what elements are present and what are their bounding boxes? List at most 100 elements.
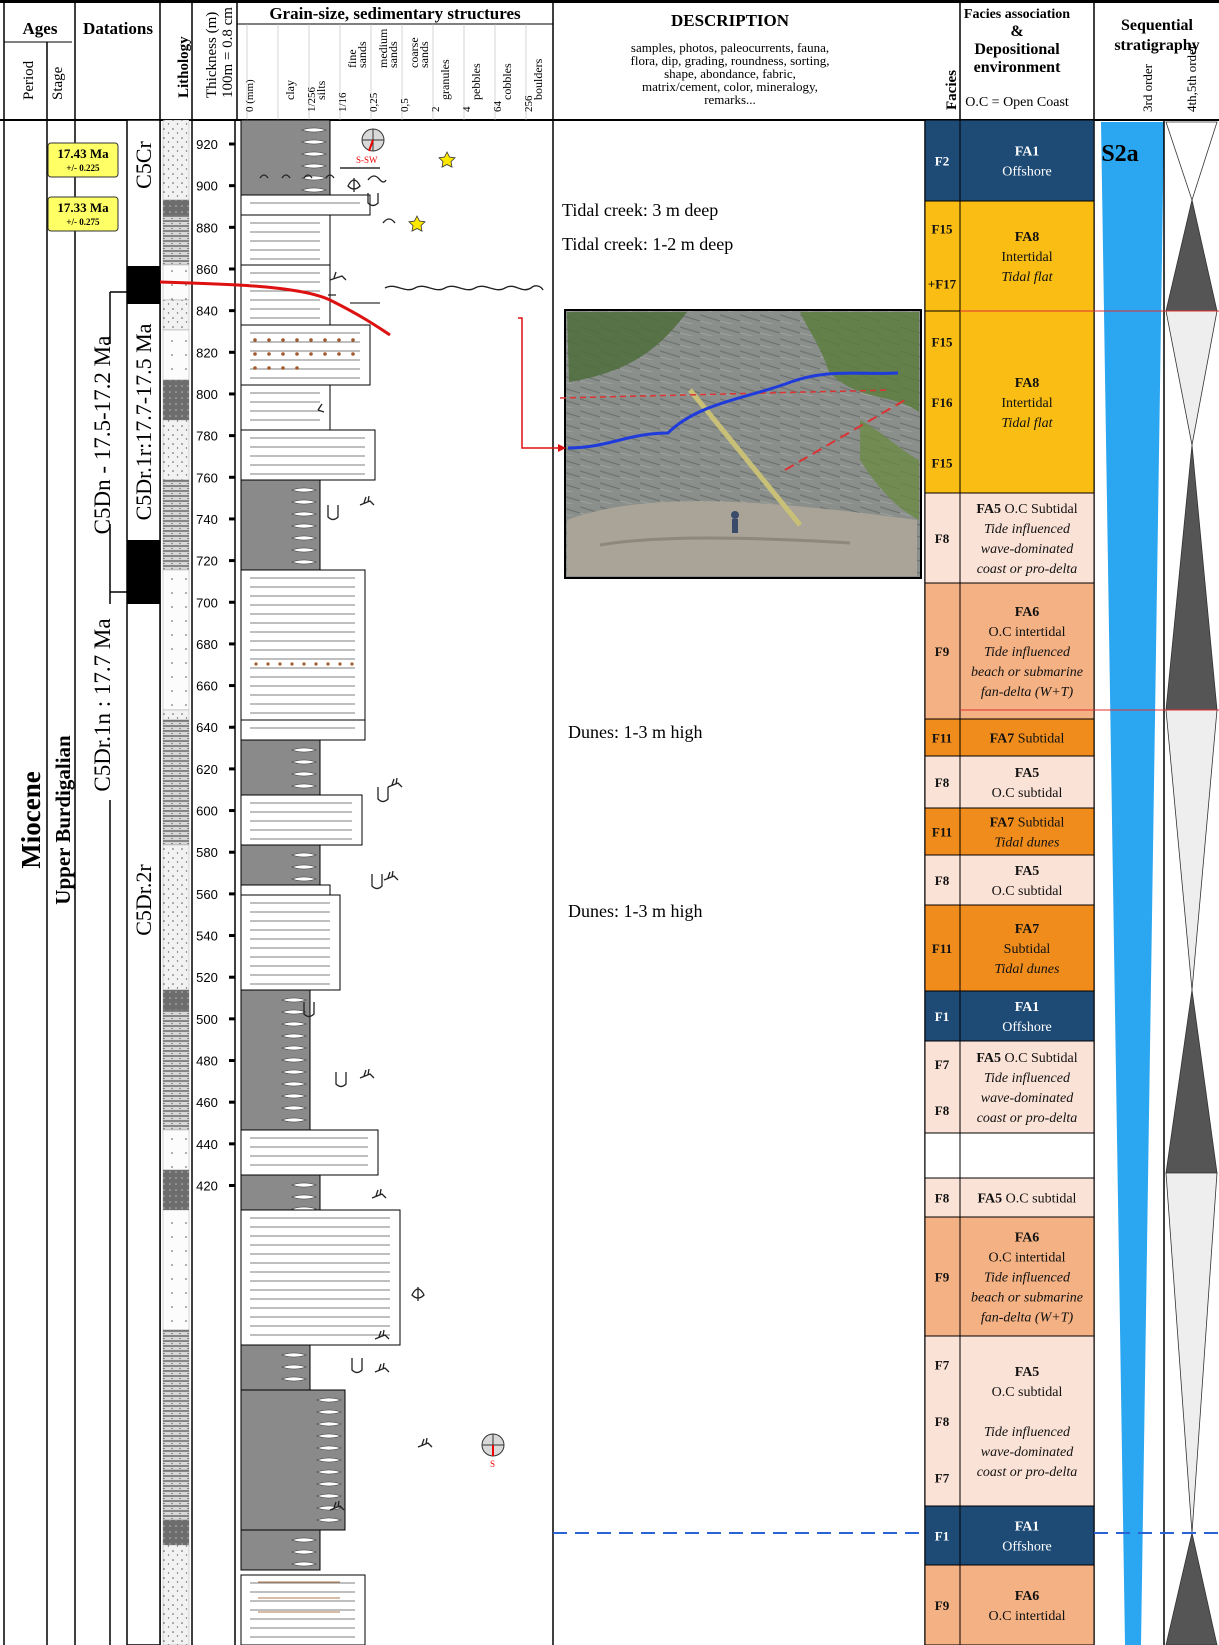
grain-size-bed	[240, 1174, 321, 1212]
grain-size-bed	[240, 989, 311, 1131]
grain-scale-unit: 1/16	[337, 92, 349, 112]
grain-size-bed	[240, 1129, 379, 1176]
facies-desc-line: FA7	[1015, 922, 1040, 937]
granule-dot	[314, 662, 318, 666]
lithology-bed	[162, 299, 190, 331]
grain-scale-name: granules	[438, 59, 452, 100]
facies-desc-line: fan-delta (W+T)	[981, 1311, 1074, 1326]
description-subtitle-line: remarks...	[704, 92, 756, 107]
thickness-tick-label: 700	[196, 595, 218, 610]
grain-size-bed	[240, 194, 371, 216]
facies-desc-line: Offshore	[1002, 1020, 1052, 1035]
granule-dot	[266, 662, 270, 666]
grain-scale-unit: 4	[461, 106, 473, 112]
lithology-bed	[162, 1129, 190, 1171]
grain-scale-unit: 0,25	[368, 92, 380, 112]
paleocurrent-lower: S	[481, 1433, 505, 1469]
granule-dot	[267, 366, 271, 370]
facies-code: F11	[932, 731, 952, 746]
granule-dot	[351, 352, 355, 356]
thickness-tick-label: 440	[196, 1137, 218, 1152]
fa-title: Facies association&Depositionalenvironme…	[964, 7, 1070, 76]
facies-code: F15	[932, 222, 953, 237]
facies-code: F15	[932, 334, 953, 349]
lithology-bed	[162, 709, 190, 721]
facies-desc-line: FA1	[1015, 145, 1040, 160]
fourth-order-cycle	[1165, 310, 1218, 446]
granule-dot	[290, 662, 294, 666]
thickness-tick-label: 540	[196, 929, 218, 944]
sequence-title-line: stratigraphy	[1114, 37, 1199, 54]
header-stage: Stage	[50, 66, 66, 100]
fa-title-line: &	[1010, 23, 1023, 40]
lithology-bed	[162, 379, 190, 421]
thickness-tick-label: 500	[196, 1012, 218, 1027]
facies-desc-line: O.C intertidal	[989, 625, 1066, 640]
granule-dot	[302, 662, 306, 666]
header-facies: Facies	[944, 70, 960, 110]
thickness-tick-label: 660	[196, 679, 218, 694]
facies-code: F7	[935, 1057, 950, 1072]
thickness-tick-label: 480	[196, 1054, 218, 1069]
facies-desc-line: FA8	[1015, 376, 1040, 391]
grain-size-bed	[240, 894, 341, 991]
red-marker-curve	[159, 280, 391, 337]
header-grain-title: Grain-size, sedimentary structures	[269, 4, 521, 23]
grain-scale-name: boulders	[531, 58, 545, 100]
thickness-tick-label: 420	[196, 1179, 218, 1194]
facies-code: +F17	[928, 277, 957, 292]
description-subtitle-line: samples, photos, paleocurrents, fauna,	[631, 40, 829, 55]
facies-desc-line: O.C subtidal	[992, 1385, 1063, 1400]
chron-c5dr1n: C5Dr.1n : 17.7 Ma	[90, 618, 115, 791]
granule-dot	[295, 338, 299, 342]
chron-c5dr1r: C5Dr.1r:17.7-17.5 Ma	[131, 323, 156, 520]
desc-tidal-creek-1-2m: Tidal creek: 1-2 m deep	[562, 234, 733, 254]
facies-desc-line: Offshore	[1002, 1540, 1052, 1555]
datation-box: 17.33 Ma+/- 0.275	[47, 196, 119, 232]
facies-desc-line: O.C subtidal	[992, 884, 1063, 899]
sequence-label: S2a	[1101, 141, 1138, 167]
header-seq-third: 3rd order	[1140, 63, 1155, 112]
lithology-bed	[162, 719, 190, 846]
facies-desc-line: coast or pro-delta	[977, 562, 1078, 577]
thickness-tick-label: 900	[196, 179, 218, 194]
thickness-tick-label: 720	[196, 554, 218, 569]
grain-scale-name: pebbles	[469, 63, 483, 100]
thickness-tick-label: 920	[196, 137, 218, 152]
thickness-tick-label: 640	[196, 720, 218, 735]
grain-size-bed	[240, 119, 331, 196]
grain-size-bed	[240, 569, 366, 721]
grain-scale-unit: 1/256	[306, 86, 318, 112]
lithology-bed	[162, 119, 190, 201]
datation-age: 17.33 Ma	[57, 200, 109, 215]
granule-dot	[350, 662, 354, 666]
thickness-tick-label: 760	[196, 470, 218, 485]
facies-desc-line: FA1	[1015, 1000, 1040, 1015]
thickness-tick-label: 600	[196, 804, 218, 819]
facies-code: F11	[932, 825, 952, 840]
header-period: Period	[21, 60, 37, 100]
header-ages: Ages	[23, 19, 58, 38]
header-thickness-scale: 100m = 0.8 cm	[220, 7, 236, 98]
granule-dot	[295, 352, 299, 356]
lithology-bed	[162, 1009, 190, 1131]
facies-desc-line: FA5 O.C Subtidal	[976, 1051, 1077, 1066]
granule-dot	[281, 366, 285, 370]
thickness-axis: 9209008808608408208007807607407207006806…	[196, 120, 236, 1645]
header: Ages Period Stage Datations Lithology Th…	[4, 4, 1200, 120]
granule-dot	[337, 352, 341, 356]
facies-code: F9	[935, 1598, 950, 1613]
facies-row	[924, 1132, 1095, 1179]
facies-desc-line: Tidal flat	[1002, 270, 1054, 285]
fossil-star-lower	[408, 215, 426, 232]
fourth-order-cycle	[1165, 1532, 1218, 1645]
thickness-tick-label: 800	[196, 387, 218, 402]
sedimentary-structures	[259, 167, 433, 1511]
thickness-tick-label: 840	[196, 304, 218, 319]
facies-code: F15	[932, 456, 953, 471]
